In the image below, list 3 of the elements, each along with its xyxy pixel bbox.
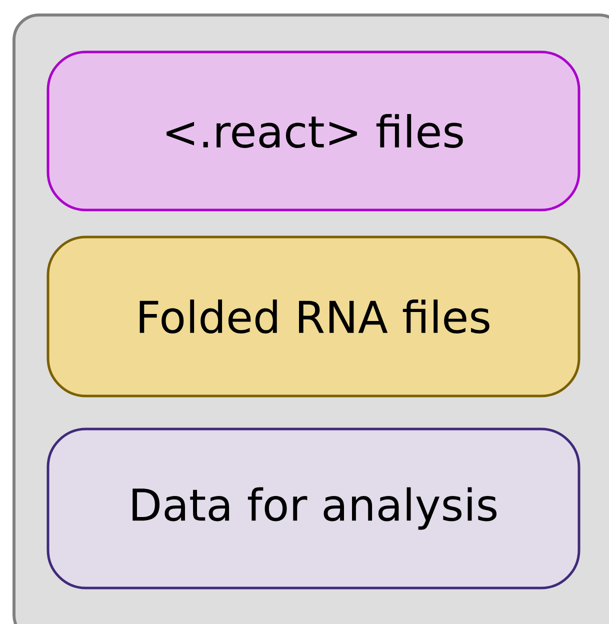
rounded-box: Data for analysis xyxy=(46,428,580,590)
rounded-box: <.react> files xyxy=(46,50,580,212)
rounded-box: Folded RNA files xyxy=(46,236,580,398)
